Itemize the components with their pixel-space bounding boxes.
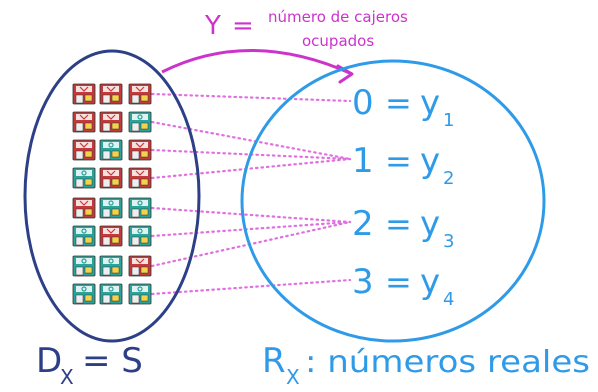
range-label: R X : números reales	[262, 341, 590, 389]
title-y: Y	[204, 11, 221, 41]
mapping-line	[150, 220, 352, 268]
mapping-lines	[150, 92, 352, 296]
value-subscript: 2	[443, 168, 454, 189]
value-number: 2	[352, 204, 374, 244]
value-number: 1	[352, 141, 374, 181]
value-y: y	[420, 204, 440, 244]
atm-free-icon	[99, 139, 123, 161]
atm-busy-icon	[72, 111, 96, 133]
random-variable-title: Y = número de cajeros ocupados	[204, 8, 408, 50]
domain-label: D X = S	[36, 341, 143, 389]
value-y: y	[420, 141, 440, 181]
outcome-row	[72, 197, 152, 219]
atm-free-icon	[99, 283, 123, 305]
atm-free-icon	[128, 225, 152, 247]
atm-free-icon	[99, 255, 123, 277]
outcome-row	[72, 255, 152, 277]
atm-busy-icon	[72, 83, 96, 105]
value-subscript: 3	[443, 231, 454, 252]
outcome-row	[72, 139, 152, 161]
value-equals: =	[385, 205, 412, 243]
title-description-line1: número de cajeros	[268, 8, 408, 26]
atm-free-icon	[128, 111, 152, 133]
value-equals: =	[385, 263, 412, 301]
mapping-line	[150, 206, 352, 224]
value-number: 0	[352, 83, 374, 123]
mapping-line	[150, 120, 352, 161]
value-y: y	[420, 83, 440, 123]
atm-busy-icon	[128, 83, 152, 105]
value-equals: =	[385, 84, 412, 122]
outcome-row	[72, 283, 152, 305]
domain-ellipse	[23, 49, 201, 343]
atm-free-icon	[99, 197, 123, 219]
value-subscript: 1	[443, 110, 454, 131]
outcome-row	[72, 167, 152, 189]
domain-label-rest: = S	[82, 341, 143, 381]
value-subscript: 4	[443, 289, 454, 310]
mapping-line	[150, 157, 352, 180]
domain-label-main: D	[36, 341, 62, 381]
range-label-sub: X	[286, 365, 300, 389]
mapping-line	[150, 220, 352, 238]
range-label-main: R	[262, 341, 286, 381]
atm-free-icon	[72, 225, 96, 247]
atm-free-icon	[72, 283, 96, 305]
atm-free-icon	[72, 167, 96, 189]
value-number: 3	[352, 262, 374, 302]
domain-label-sub: X	[60, 365, 74, 389]
atm-free-icon	[128, 197, 152, 219]
outcome-row	[72, 111, 152, 133]
mapping-line	[150, 92, 352, 103]
atm-busy-icon	[99, 225, 123, 247]
range-label-rest: : números reales	[305, 345, 590, 380]
value-equals: =	[385, 142, 412, 180]
atm-busy-icon	[72, 197, 96, 219]
atm-busy-icon	[128, 139, 152, 161]
atm-busy-icon	[99, 167, 123, 189]
title-description-line2: ocupados	[302, 32, 374, 50]
atm-free-icon	[128, 283, 152, 305]
atm-busy-icon	[72, 139, 96, 161]
atm-busy-icon	[99, 111, 123, 133]
range-ellipse	[240, 59, 546, 343]
title-equals: =	[232, 11, 254, 41]
value-y: y	[420, 262, 440, 302]
mapping-line	[150, 278, 352, 296]
atm-free-icon	[72, 255, 96, 277]
outcome-row	[72, 225, 152, 247]
atm-busy-icon	[128, 255, 152, 277]
atm-busy-icon	[128, 167, 152, 189]
outcome-grid	[72, 83, 152, 305]
outcome-row	[72, 83, 152, 105]
atm-busy-icon	[99, 83, 123, 105]
